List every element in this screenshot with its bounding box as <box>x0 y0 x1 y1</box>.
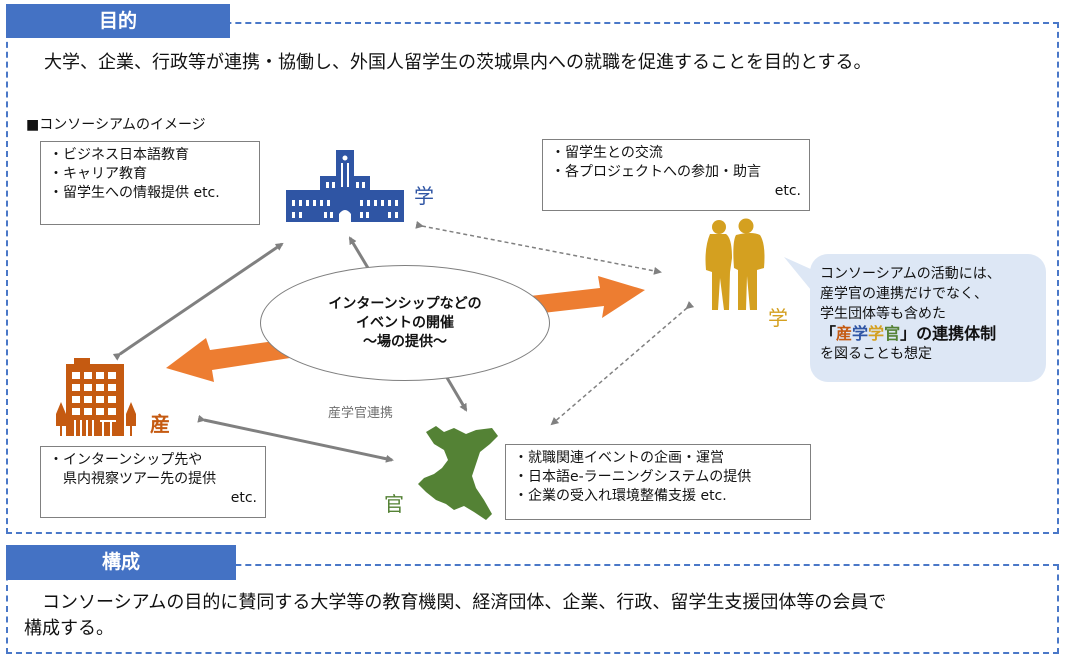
university-role-item: ・キャリア教育 <box>49 166 147 182</box>
university-label: 学 <box>414 184 434 208</box>
students-label: 学 <box>768 306 788 330</box>
composition-statement-line1: コンソーシアムの目的に賛同する大学等の教育機関、経済団体、企業、行政、留学生支援… <box>24 592 887 613</box>
callout-line: 学生団体等も含めた <box>820 306 946 322</box>
government-label: 官 <box>384 492 404 516</box>
government-role-box: ・就職関連イベントの企画・運営 ・日本語e-ラーニングシステムの提供 ・企業の受… <box>505 444 811 520</box>
arrow-event-government <box>444 375 468 412</box>
students-role-item: ・各プロジェクトへの参加・助言 <box>551 164 761 180</box>
callout-emphasis-close: 」の連携体制 <box>900 324 997 343</box>
callout-emphasis-government: 官 <box>884 324 901 343</box>
link-label: 産学官連携 <box>328 406 394 421</box>
students-people-icon <box>705 218 765 310</box>
university-building-icon <box>286 150 404 222</box>
callout-line: コンソーシアムの活動には、 <box>820 266 1001 282</box>
callout-emphasis-open: 「 <box>820 324 837 343</box>
composition-tab: 構成 <box>6 545 236 580</box>
callout-emphasis-industry: 産 <box>836 324 853 343</box>
industry-role-item: ・インターンシップ先や <box>49 452 203 468</box>
orange-arrow-to-students <box>530 276 645 318</box>
event-line: インターンシップなどの <box>328 295 482 312</box>
callout-emphasis: 「産学学官」の連携体制 <box>820 324 1036 344</box>
orange-arrow-to-industry <box>166 338 290 382</box>
arrow-students-government <box>550 301 695 426</box>
event-line: イベントの開催 <box>356 314 454 331</box>
industry-building-icon <box>56 358 136 436</box>
callout-line: を図ることも想定 <box>820 346 932 362</box>
callout-bubble: コンソーシアムの活動には、 産学官の連携だけでなく、 学生団体等も含めた 「産学… <box>810 254 1046 382</box>
composition-frame <box>6 564 1059 654</box>
event-line: ～場の提供～ <box>363 333 447 350</box>
callout-emphasis-university: 学 <box>852 324 869 343</box>
industry-role-etc: etc. <box>230 490 257 506</box>
purpose-frame <box>6 22 1059 534</box>
government-role-item: ・日本語e-ラーニングシステムの提供 <box>514 469 752 485</box>
industry-label: 産 <box>150 412 170 436</box>
callout-line: 産学官の連携だけでなく、 <box>820 286 988 302</box>
students-role-item: ・留学生との交流 <box>551 145 663 161</box>
arrow-university-industry <box>112 242 284 361</box>
ibaraki-map-icon <box>418 426 498 520</box>
purpose-statement: 大学、企業、行政等が連携・協働し、外国人留学生の茨城県内への就職を促進することを… <box>44 52 872 73</box>
arrow-university-students <box>415 220 662 275</box>
university-role-item: ・ビジネス日本語教育 <box>49 147 189 163</box>
arrow-event-university <box>348 236 370 269</box>
university-role-box: ・ビジネス日本語教育 ・キャリア教育 ・留学生への情報提供 etc. <box>40 141 260 225</box>
university-role-item: ・留学生への情報提供 etc. <box>49 185 220 201</box>
image-caption: ■コンソーシアムのイメージ <box>26 117 206 133</box>
government-role-item: ・就職関連イベントの企画・運営 <box>514 450 724 466</box>
students-role-etc: etc. <box>774 183 801 199</box>
callout-emphasis-students: 学 <box>868 324 885 343</box>
industry-role-item: 県内視察ツアー先の提供 <box>49 471 217 487</box>
event-ellipse: インターンシップなどの イベントの開催 ～場の提供～ <box>260 265 550 381</box>
industry-role-box: ・インターンシップ先や 県内視察ツアー先の提供 etc. <box>40 446 266 518</box>
composition-statement-line2: 構成する。 <box>24 618 114 639</box>
arrow-industry-government <box>197 414 394 463</box>
government-role-item: ・企業の受入れ環境整備支援 etc. <box>514 488 727 504</box>
purpose-tab: 目的 <box>6 4 230 38</box>
students-role-box: ・留学生との交流 ・各プロジェクトへの参加・助言 etc. <box>542 139 810 211</box>
